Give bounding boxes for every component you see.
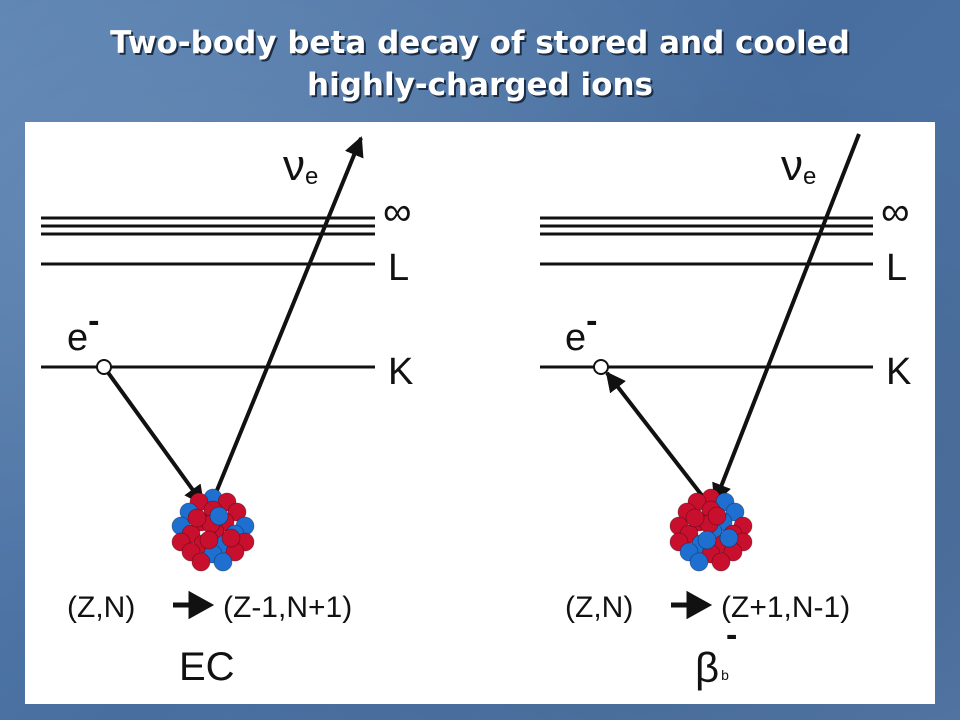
right-reaction-from: (Z,N)	[565, 591, 633, 624]
neutron	[209, 506, 229, 526]
slide-title: Two-body beta decay of stored and cooled…	[0, 22, 960, 106]
left-level-k-label: K	[388, 351, 413, 393]
proton	[227, 502, 247, 522]
right-neutrino-symbol: ν	[781, 141, 803, 190]
left-neutrino-emission-arrow	[211, 136, 364, 501]
left-neutrino-flavor: e	[305, 163, 318, 190]
right-electron-charge: -	[586, 302, 597, 340]
slide-title-line-2: highly-charged ions	[307, 67, 653, 103]
left-process-label: EC	[179, 645, 235, 689]
proton	[221, 528, 241, 548]
left-electron-symbol: e	[67, 317, 88, 359]
decay-diagrams: ∞ L K e- νe (Z,N) (Z-1,N+1) EC	[41, 133, 911, 691]
proton	[199, 530, 219, 550]
left-reaction-from: (Z,N)	[67, 591, 135, 624]
neutron	[213, 552, 233, 572]
proton	[685, 508, 705, 528]
right-electron-dot	[593, 359, 609, 375]
left-electron-dot	[96, 359, 112, 375]
neutron	[719, 528, 739, 548]
left-neutrino-symbol: ν	[283, 141, 305, 190]
ec-diagram: ∞ L K e- νe (Z,N) (Z-1,N+1) EC	[41, 136, 413, 689]
right-level-l-label: L	[886, 247, 907, 289]
slide-title-line-1: Two-body beta decay of stored and cooled	[110, 25, 850, 61]
proton	[707, 506, 727, 526]
neutron	[697, 530, 717, 550]
left-reaction-to: (Z-1,N+1)	[223, 591, 352, 624]
neutron	[689, 552, 709, 572]
right-electron-emission-arrow	[605, 371, 709, 504]
right-neutrino-flavor: e	[803, 163, 816, 190]
right-neutrino-arrow	[712, 133, 861, 504]
right-process-symbol: β	[695, 644, 719, 691]
right-process-sup: -	[726, 616, 737, 654]
left-level-inf-label: ∞	[383, 190, 412, 234]
left-electron-label: e-	[67, 302, 99, 359]
left-level-l-label: L	[388, 247, 409, 289]
left-reaction-arrow	[173, 590, 215, 620]
right-level-inf-label: ∞	[881, 190, 910, 234]
right-electron-symbol: e	[565, 317, 586, 359]
proton	[191, 552, 211, 572]
neutron	[725, 502, 745, 522]
proton	[711, 552, 731, 572]
left-neutrino-label: νe	[283, 141, 318, 190]
right-level-k-label: K	[886, 351, 911, 393]
right-nucleus	[669, 488, 753, 572]
right-electron-label: e-	[565, 302, 597, 359]
diagram-panel: ∞ L K e- νe (Z,N) (Z-1,N+1) EC	[25, 122, 935, 704]
left-electron-capture-arrow	[102, 365, 205, 506]
right-neutrino-label: νe	[781, 141, 816, 190]
right-process-sub: b	[721, 667, 729, 683]
left-nucleus	[171, 488, 255, 572]
proton	[187, 508, 207, 528]
left-electron-charge: -	[88, 302, 99, 340]
right-reaction-to: (Z+1,N-1)	[721, 591, 850, 624]
right-reaction-arrow	[671, 590, 713, 620]
